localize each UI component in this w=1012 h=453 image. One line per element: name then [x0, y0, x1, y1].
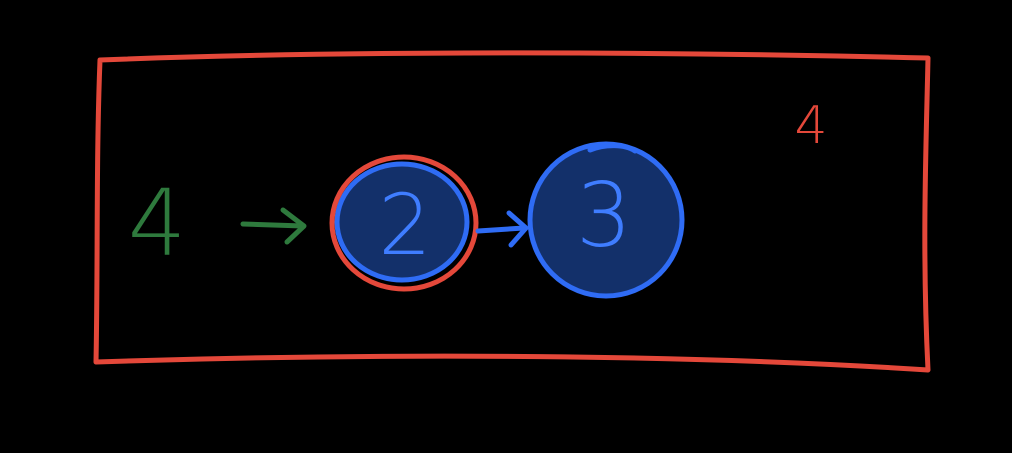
- link-arrow: [475, 210, 529, 248]
- node-3-stroke-tick: [587, 143, 638, 154]
- node-3-value: 3: [576, 164, 632, 267]
- list-node-3: 3: [527, 141, 685, 299]
- list-node-2: 2: [329, 154, 479, 292]
- frame-rect: [93, 50, 931, 373]
- outer-label: 4: [794, 96, 827, 156]
- node-2-highlight-ring: [329, 154, 479, 292]
- node-2-circle: [334, 161, 470, 283]
- input-arrow: [240, 207, 307, 245]
- node-2-value: 2: [378, 176, 431, 274]
- input-value: 4: [128, 170, 187, 277]
